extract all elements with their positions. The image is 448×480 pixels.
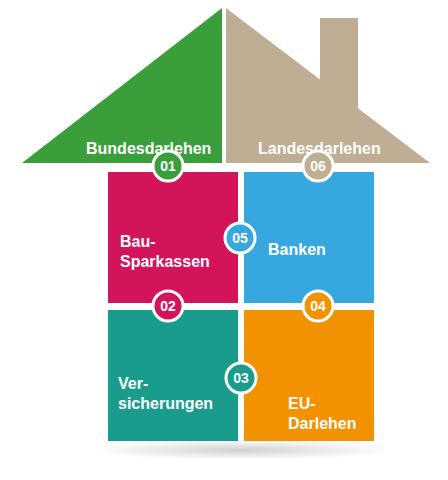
callout-number: 02 [150, 288, 186, 324]
callout-number: 04 [300, 288, 336, 324]
puzzle-piece: Bau- Sparkassen02 [108, 172, 238, 303]
piece-fill [108, 310, 238, 441]
piece-shape [226, 8, 430, 163]
piece-label: Ver- sicherungen [118, 374, 213, 414]
piece-label: Banken [268, 240, 326, 260]
callout-number: 05 [222, 220, 258, 256]
callout-number: 06 [300, 148, 336, 184]
piece-fill [108, 172, 238, 303]
piece-label: Bau- Sparkassen [120, 232, 210, 272]
piece-shape [244, 172, 374, 303]
piece-fill [244, 310, 374, 441]
callout-number: 01 [150, 148, 186, 184]
puzzle-piece: EU- Darlehen04 [244, 310, 374, 441]
puzzle-piece: Banken05 [244, 172, 374, 303]
callout-number: 03 [223, 360, 259, 396]
piece-fill [244, 172, 374, 303]
puzzle-piece: Bundesdarlehen01 [22, 8, 222, 163]
piece-fill [226, 8, 430, 163]
piece-label: EU- Darlehen [288, 394, 356, 434]
piece-label: Bundesdarlehen [86, 139, 211, 159]
puzzle-piece: Landesdarlehen06 [226, 8, 430, 163]
piece-shape [22, 8, 222, 163]
piece-fill [22, 8, 222, 163]
puzzle-piece: Ver- sicherungen03 [108, 310, 238, 441]
